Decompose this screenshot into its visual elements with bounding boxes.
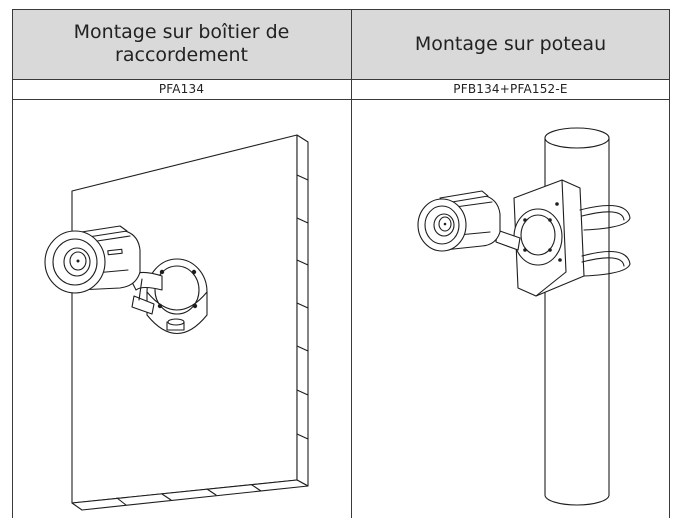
header-pole: Montage sur poteau [351, 9, 670, 79]
table-border-left [12, 9, 13, 518]
header-pole-title: Montage sur poteau [414, 32, 607, 55]
model-pole-label: PFB134+PFA152-E [453, 82, 568, 96]
table-border-top [12, 9, 670, 10]
mount-table: Montage sur boîtier de raccordement Mont… [12, 9, 670, 518]
header-junction-box: Montage sur boîtier de raccordement [12, 9, 351, 79]
bullet-camera-on-junction-box-wall-icon [44, 134, 309, 511]
model-divider [12, 99, 670, 100]
model-pole: PFB134+PFA152-E [351, 79, 670, 99]
table-border-right [669, 9, 670, 518]
header-divider [12, 79, 670, 80]
column-divider [351, 9, 352, 518]
bullet-camera-on-pole-bracket-icon [417, 127, 631, 506]
model-junction-box-label: PFA134 [158, 82, 205, 96]
header-junction-box-title: Montage sur boîtier de raccordement [73, 21, 290, 66]
model-junction-box: PFA134 [12, 79, 351, 99]
